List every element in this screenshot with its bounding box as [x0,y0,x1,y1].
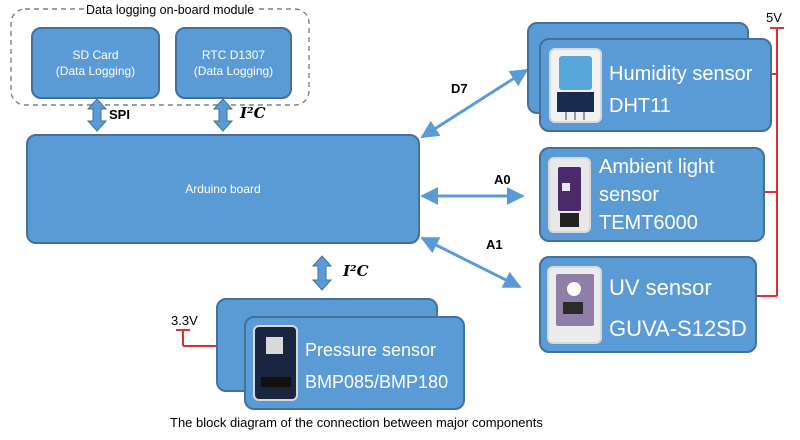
humidity-sensor-box: Humidity sensor DHT11 [539,38,772,132]
ambient-light-sensor-box: Ambient light sensor TEMT6000 [539,147,765,242]
power-rail-33v [176,329,216,347]
module-title: Data logging on-board module [84,3,257,17]
humidity-sensor-model: DHT11 [609,95,671,117]
power-33v-label: 3.3V [171,313,198,328]
ambient-light-sensor-name-line2: sensor [599,184,660,206]
i2c-top-arrow [212,98,234,132]
a0-label: A0 [494,172,511,187]
a1-label: A1 [486,237,503,252]
ambient-light-sensor-name-line1: Ambient light [599,156,715,178]
power-5v-label: 5V [766,10,782,25]
sd-card-sublabel: (Data Logging) [55,64,136,78]
rtc-sublabel: (Data Logging) [193,64,274,78]
humidity-sensor-name: Humidity sensor [609,63,753,85]
diagram-caption: The block diagram of the connection betw… [170,415,543,430]
sd-card-label: SD Card [72,48,119,62]
d7-arrow [420,68,529,139]
uv-sensor-box: UV sensor GUVA-S12SD [539,256,757,353]
guva-photo [547,266,602,344]
uv-sensor-name: UV sensor [609,275,712,300]
d7-label: D7 [451,81,468,96]
spi-label: SPI [109,107,130,122]
pressure-sensor-model: BMP085/BMP180 [305,372,449,392]
dht11-photo [549,48,602,123]
spi-arrow [86,98,108,132]
temt6000-photo [548,157,591,233]
ambient-light-sensor-model: TEMT6000 [599,212,698,234]
uv-sensor-model: GUVA-S12SD [609,316,747,341]
arduino-board: Arduino board [26,134,420,244]
i2c-bottom-label: I²C [343,262,369,280]
sd-card-box: SD Card (Data Logging) [31,27,160,99]
a1-arrow [420,236,522,289]
bmp180-photo [253,325,298,401]
pressure-sensor-box: Pressure sensor BMP085/BMP180 [244,316,465,410]
pressure-sensor-name: Pressure sensor [305,340,437,360]
rtc-label: RTC D1307 [201,48,266,62]
i2c-top-label: I²C [240,104,266,122]
i2c-bottom-arrow [311,255,333,291]
rtc-box: RTC D1307 (Data Logging) [175,27,292,99]
